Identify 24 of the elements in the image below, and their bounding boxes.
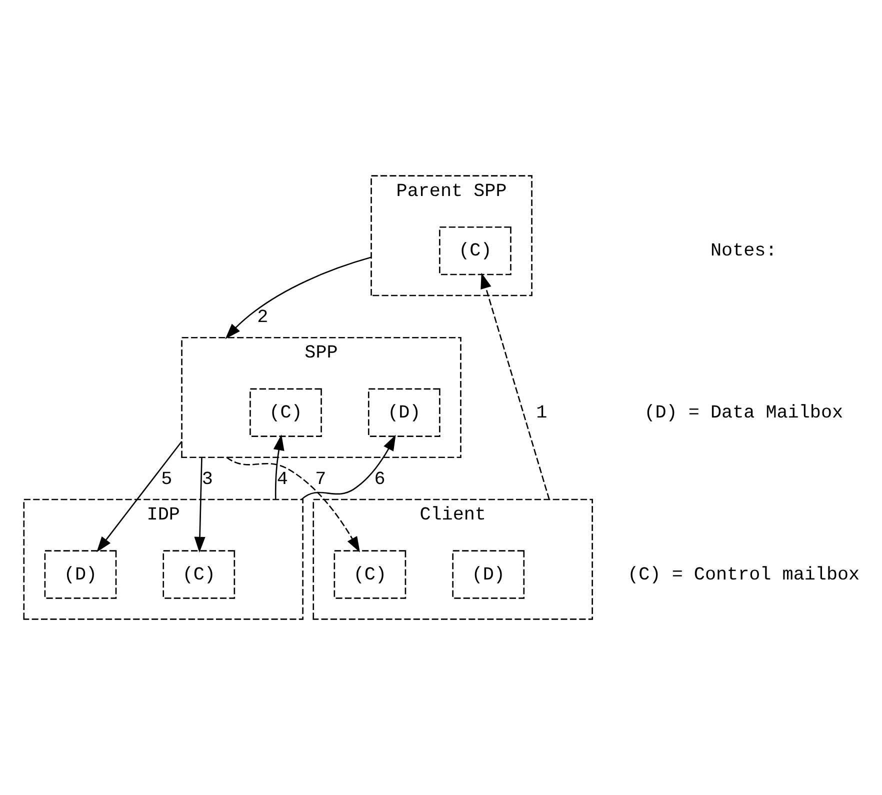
arrow [301, 434, 396, 500]
edge-label: 4 [276, 468, 288, 490]
arrow [96, 440, 182, 552]
edge-label: 7 [315, 468, 326, 490]
arrow [480, 272, 550, 500]
arrow [194, 457, 206, 553]
node-box: (C) [162, 550, 236, 599]
arrow [225, 256, 372, 340]
node-box: (D) [44, 550, 117, 599]
node-box: (D) [452, 550, 525, 599]
arrow [226, 456, 360, 552]
label: (C) = Control mailbox [628, 564, 860, 586]
node-box: (D) [368, 388, 440, 437]
node-box: (C) [439, 226, 512, 276]
edge-label: 1 [536, 402, 548, 424]
edge-label: 6 [374, 468, 386, 490]
edge-label: 2 [257, 307, 268, 328]
label: (D) = Data Mailbox [644, 402, 844, 424]
edge-label: 3 [202, 468, 213, 490]
edge-label: 5 [161, 468, 172, 490]
node-box: (C) [334, 550, 406, 599]
arrow [273, 434, 284, 500]
node-box: (C) [250, 388, 322, 437]
label: Notes: [710, 240, 777, 262]
